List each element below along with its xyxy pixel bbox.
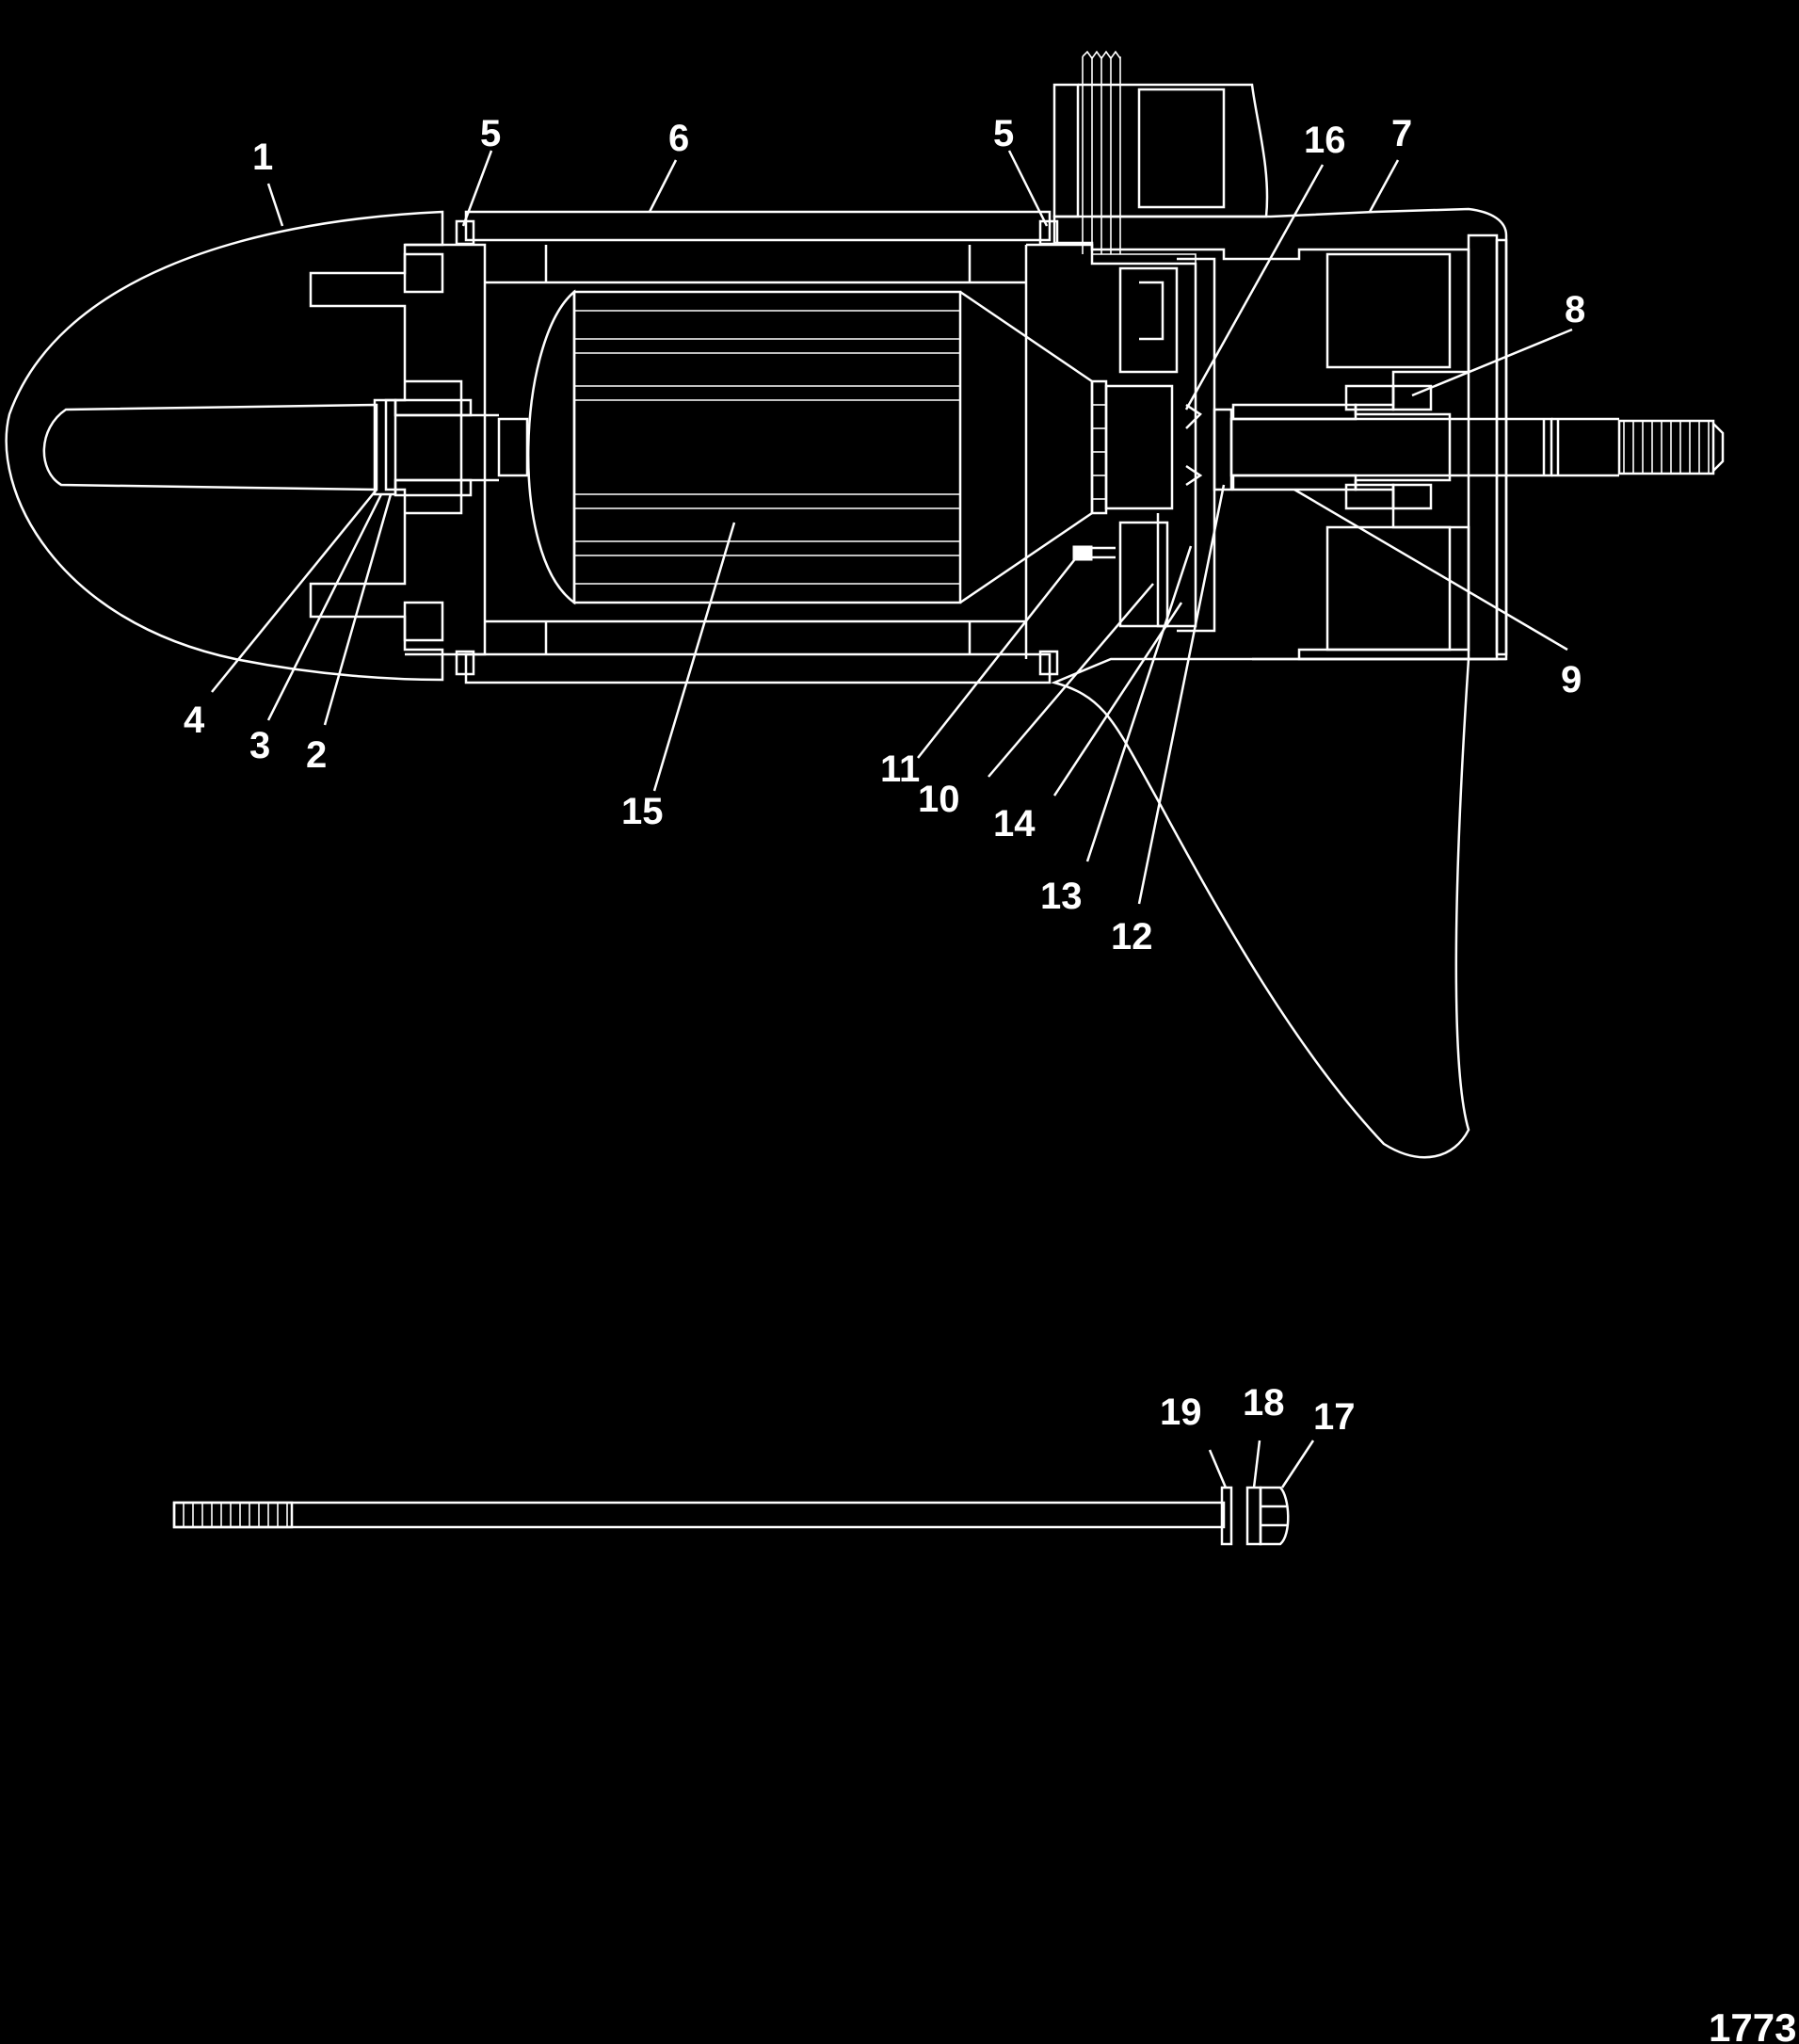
callout-5-left: 5 — [480, 113, 501, 154]
callout-5-right: 5 — [993, 113, 1014, 154]
callout-1: 1 — [252, 137, 273, 178]
callout-14: 14 — [993, 803, 1036, 845]
callout-16: 16 — [1304, 120, 1346, 161]
callout-7: 7 — [1391, 113, 1412, 154]
callout-9: 9 — [1561, 659, 1582, 700]
brush-plate — [1024, 243, 1216, 659]
callout-4: 4 — [184, 700, 205, 741]
callout-2: 2 — [306, 734, 327, 776]
callout-15: 15 — [621, 791, 664, 832]
skeg — [1051, 657, 1470, 1159]
leader-lines — [211, 150, 1573, 1489]
callout-11: 11 — [880, 748, 920, 790]
front-seal — [1231, 384, 1433, 510]
callout-19: 19 — [1160, 1392, 1202, 1433]
nose-cone — [5, 210, 444, 682]
o-rings — [455, 219, 1059, 676]
prop-shaft — [1213, 408, 1725, 491]
callout-3: 3 — [249, 725, 270, 766]
callout-8: 8 — [1565, 289, 1585, 330]
callout-labels: 1 5 6 5 16 7 8 9 4 3 2 15 11 10 14 13 12… — [184, 113, 1799, 2044]
callout-13: 13 — [1040, 876, 1083, 917]
callout-12: 12 — [1111, 916, 1153, 958]
callout-6: 6 — [668, 118, 689, 159]
callout-18: 18 — [1243, 1382, 1285, 1424]
rear-end-frame — [403, 243, 1026, 656]
callout-17: 17 — [1313, 1396, 1356, 1438]
wire-conduit — [1052, 50, 1269, 264]
armature — [497, 289, 1174, 605]
callout-10: 10 — [918, 779, 960, 820]
front-housing — [1052, 207, 1508, 661]
through-bolt — [172, 1486, 1290, 1546]
figure-id-label: 17731 — [1709, 2005, 1799, 2044]
rear-bearing — [373, 398, 499, 497]
stator-housing — [464, 210, 1052, 684]
